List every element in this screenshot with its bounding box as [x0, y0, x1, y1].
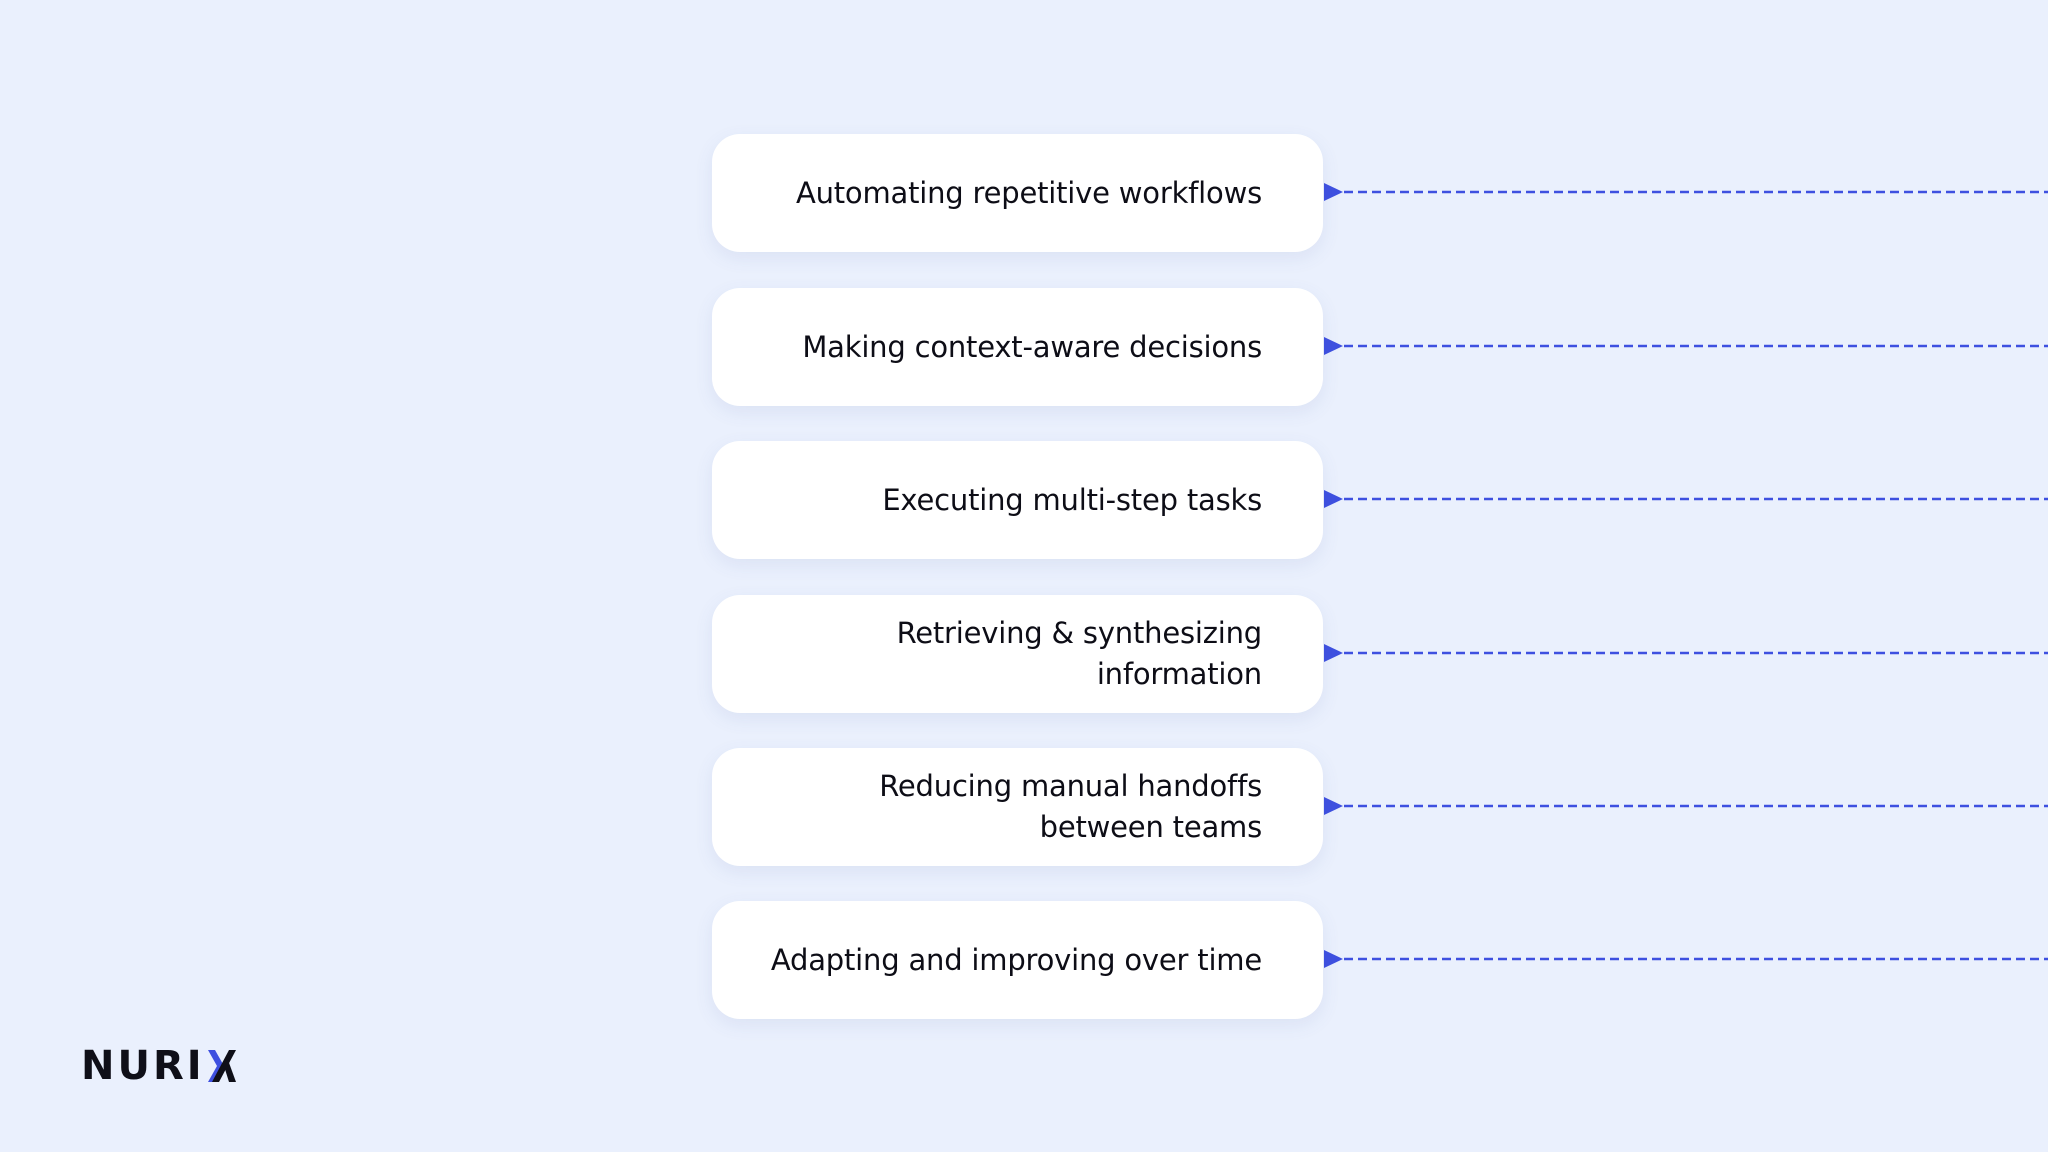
connector-arrow-2	[1324, 490, 1343, 508]
capability-card-5: Adapting and improving over time	[712, 901, 1323, 1019]
capability-label-0: Automating repetitive workflows	[795, 175, 1262, 210]
capability-label-2: Executing multi-step tasks	[882, 482, 1262, 517]
connector-arrow-1	[1324, 337, 1343, 355]
connector-arrow-0	[1324, 183, 1343, 201]
connector-arrow-5	[1324, 950, 1343, 968]
connector-arrow-3	[1324, 644, 1343, 662]
capability-label-3: Retrieving & synthesizing information	[896, 616, 1263, 691]
nurix-logo: NURI	[81, 1043, 237, 1089]
capability-card-1: Making context-aware decisions	[712, 288, 1323, 406]
connector-4	[1324, 797, 2048, 815]
logo-x-dark-tail	[223, 1060, 236, 1082]
logo-wordmark: NURI	[81, 1043, 205, 1089]
logo-x-mark	[207, 1050, 236, 1082]
capability-card-0: Automating repetitive workflows	[712, 134, 1323, 252]
connector-5	[1324, 950, 2048, 968]
capability-card-3: Retrieving & synthesizing information	[712, 595, 1323, 713]
connector-arrow-4	[1324, 797, 1343, 815]
capability-label-4: Reducing manual handoffs between teams	[879, 769, 1262, 844]
capability-card-2: Executing multi-step tasks	[712, 441, 1323, 559]
connector-2	[1324, 490, 2048, 508]
capability-label-5: Adapting and improving over time	[770, 942, 1262, 977]
capability-card-4: Reducing manual handoffs between teams	[712, 748, 1323, 866]
connector-3	[1324, 644, 2048, 662]
capability-label-1: Making context-aware decisions	[802, 329, 1262, 364]
connector-0	[1324, 183, 2048, 201]
connector-1	[1324, 337, 2048, 355]
